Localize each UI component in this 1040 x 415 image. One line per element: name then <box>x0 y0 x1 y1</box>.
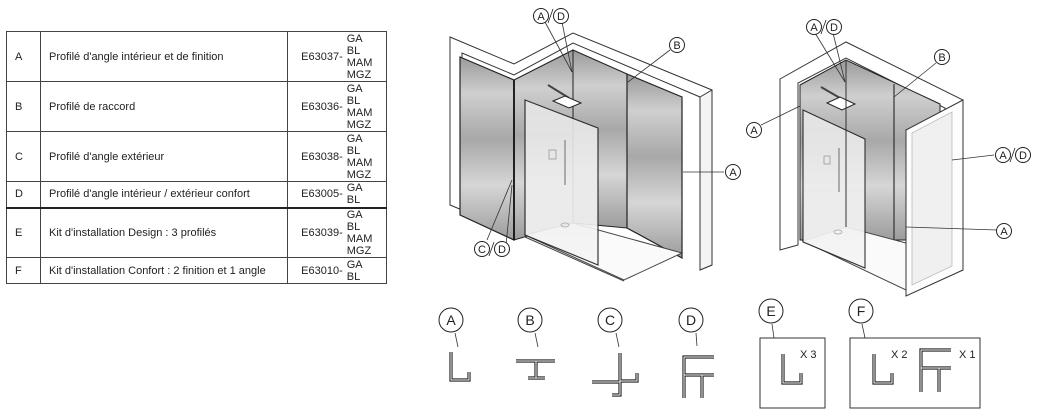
variant-code: MAM <box>346 56 373 69</box>
row-description: Profilé d'angle extérieur <box>39 131 288 182</box>
diagram-left-callouts: A D B A C D <box>474 8 741 257</box>
profile-b: B <box>516 307 555 380</box>
variant-code: GA <box>346 82 363 95</box>
svg-text:D: D <box>686 312 696 328</box>
variant-code: GA <box>346 132 363 145</box>
variant-code: MGZ <box>346 68 372 81</box>
callout-right-bottom-a: A <box>996 223 1012 239</box>
callout-right-right-d: D <box>1015 147 1031 163</box>
profile-c: C <box>592 307 639 397</box>
diagram-right-callouts: A D B A A D A <box>746 19 1031 239</box>
row-description: Profilé d'angle intérieur et de finition <box>39 31 288 82</box>
svg-text:A: A <box>750 125 758 137</box>
row-code: E63039- <box>286 206 345 258</box>
kit-e-quantity: X 3 <box>800 349 817 361</box>
diagram-left-enclosure <box>449 32 713 282</box>
svg-text:A: A <box>537 11 545 23</box>
svg-text:A: A <box>446 312 456 328</box>
callout-right-right-a: A <box>995 147 1011 163</box>
svg-text:D: D <box>1019 150 1027 162</box>
profile-kit-e: E X 3 <box>758 298 826 409</box>
svg-text:B: B <box>673 40 680 52</box>
svg-text:D: D <box>557 11 565 23</box>
diagram-right-enclosure <box>779 41 964 297</box>
row-description: Kit d'installation Confort : 2 finition … <box>39 257 288 284</box>
svg-text:A: A <box>810 22 818 34</box>
callout-left-b: B <box>669 37 685 53</box>
row-letter: B <box>6 81 41 132</box>
svg-text:A: A <box>729 167 737 179</box>
row-letter: E <box>6 206 41 258</box>
svg-text:C: C <box>605 312 615 328</box>
row-description: Profilé de raccord <box>39 81 288 132</box>
variant-code: MAM <box>346 156 373 169</box>
variant-code: BL <box>346 44 361 57</box>
variant-code: MAM <box>346 232 373 245</box>
svg-text:A: A <box>999 150 1007 162</box>
callout-right-top-a: A <box>806 19 822 35</box>
row-letter: F <box>6 257 41 284</box>
profile-a: A <box>438 307 471 382</box>
row-description: Kit d'installation Design : 3 profilés <box>39 206 288 258</box>
variant-code: BL <box>346 220 361 233</box>
profile-d: D <box>678 307 714 398</box>
callout-right-top-d: D <box>826 19 842 35</box>
row-code: E63036- <box>286 81 345 132</box>
variant-code: MGZ <box>346 244 372 257</box>
variant-code: GA <box>346 208 363 221</box>
svg-text:B: B <box>938 52 945 64</box>
svg-text:D: D <box>830 22 838 34</box>
variant-code: GA <box>346 258 363 271</box>
row-description: Profilé d'angle intérieur / extérieur co… <box>39 181 288 208</box>
callout-left-top-d: D <box>553 8 569 24</box>
variant-code: MGZ <box>346 118 372 131</box>
variant-code: BL <box>346 144 361 157</box>
kit-f-quantity-f: X 1 <box>959 349 976 361</box>
row-code: E63038- <box>286 131 345 182</box>
svg-text:E: E <box>766 303 775 319</box>
variant-code: MGZ <box>346 168 372 181</box>
svg-text:F: F <box>857 303 866 319</box>
callout-left-right-a: A <box>725 164 741 180</box>
variant-code: BL <box>346 94 361 107</box>
callout-left-bottom-c: C <box>474 241 490 257</box>
kit-f-quantity-l: X 2 <box>891 349 908 361</box>
callout-right-b: B <box>934 49 950 65</box>
svg-text:A: A <box>1000 226 1008 238</box>
variant-code: BL <box>346 270 361 283</box>
callout-left-bottom-d: D <box>494 241 510 257</box>
profile-kit-f: F X 2 X 1 <box>848 298 981 409</box>
variant-code: GA <box>346 32 363 45</box>
callout-right-left-a: A <box>746 122 762 138</box>
svg-text:C: C <box>478 244 486 256</box>
svg-text:B: B <box>525 312 534 328</box>
svg-text:D: D <box>498 244 506 256</box>
row-code: E63010- <box>286 257 345 284</box>
variant-code: BL <box>346 194 361 207</box>
variant-code: MAM <box>346 106 373 119</box>
callout-left-top-a: A <box>533 8 549 24</box>
variant-code: GA <box>346 182 363 195</box>
